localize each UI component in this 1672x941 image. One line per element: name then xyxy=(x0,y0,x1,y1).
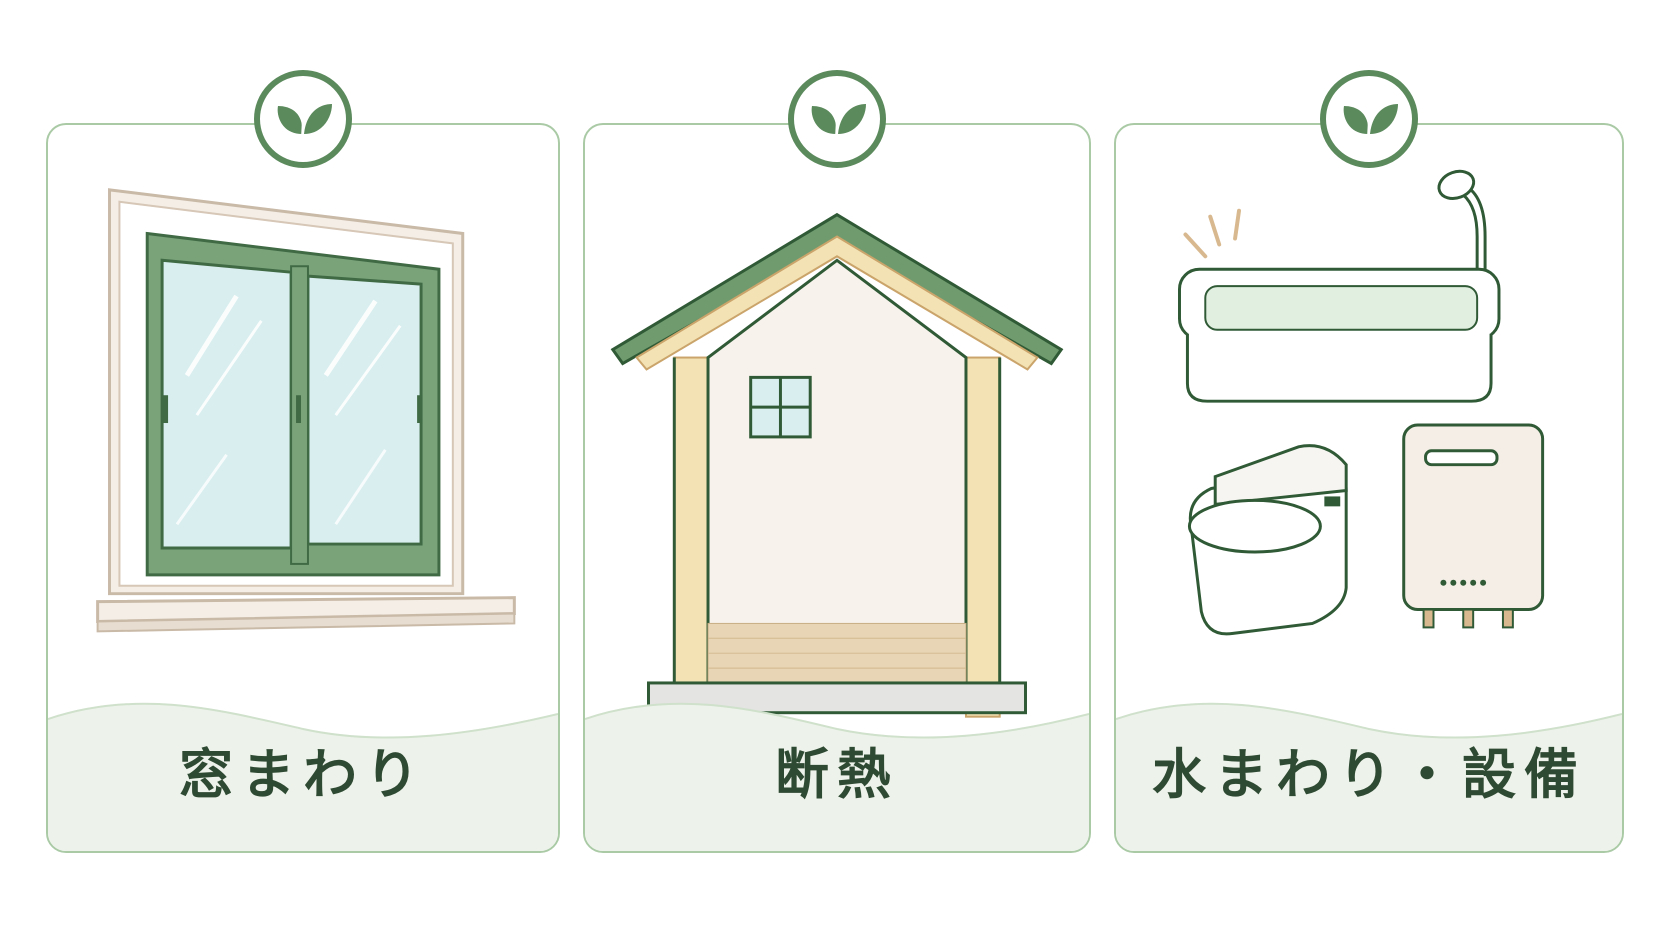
window-illustration xyxy=(96,188,516,633)
card-insulation[interactable]: 断熱 xyxy=(583,123,1091,853)
card-wave xyxy=(48,702,558,851)
card-wave xyxy=(585,702,1089,851)
bathroom-equipment-illustration xyxy=(1178,169,1545,636)
leaf-icon xyxy=(1320,70,1418,168)
leaf-icon xyxy=(254,70,352,168)
card-label-window: 窓まわり xyxy=(179,743,427,806)
card-wave xyxy=(1116,702,1622,851)
card-bathroom-equipment[interactable]: 水まわり・設備 xyxy=(1114,123,1624,853)
leaf-icon xyxy=(788,70,886,168)
card-label-insulation: 断熱 xyxy=(775,743,899,806)
card-window[interactable]: 窓まわり xyxy=(46,123,560,853)
card-label-bathroom-equipment: 水まわり・設備 xyxy=(1152,743,1586,806)
insulated-house-illustration xyxy=(610,212,1064,718)
